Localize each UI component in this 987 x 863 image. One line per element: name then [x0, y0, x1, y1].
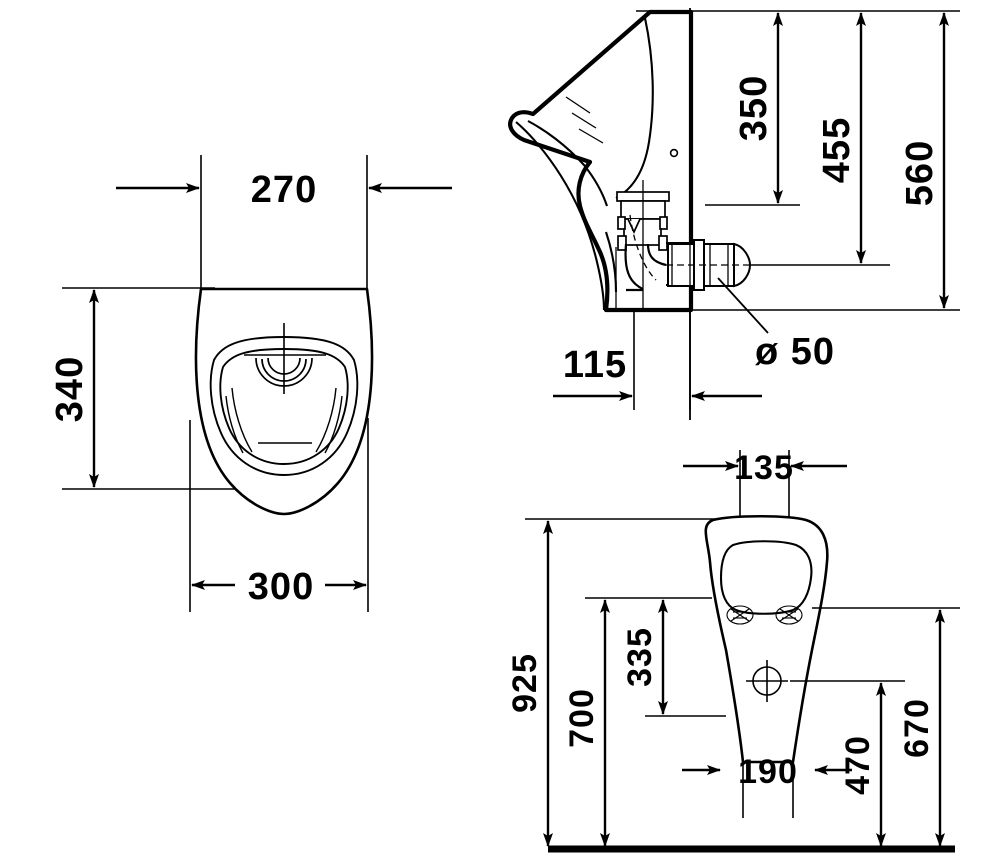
rear-view-fixing-marks — [726, 605, 803, 625]
dimension-diameter-50-leader — [717, 277, 769, 334]
dimension-560-label: 560 — [899, 140, 941, 206]
rear-view: 135 925 700 335 190 470 — [506, 449, 960, 853]
dimension-270-label: 270 — [251, 169, 317, 211]
dimension-115: 115 — [553, 344, 762, 401]
front-view-drain-detail — [244, 323, 326, 394]
dimension-300-label: 300 — [248, 566, 314, 608]
dimension-350-label: 350 — [733, 75, 775, 141]
dimension-925-label: 925 — [506, 653, 544, 713]
dimension-335: 335 — [621, 599, 668, 715]
dimension-470-label: 470 — [839, 735, 877, 795]
rear-view-bowl-opening — [719, 540, 813, 615]
dimension-925: 925 — [506, 520, 553, 847]
dimension-670-label: 670 — [898, 698, 936, 758]
dimension-340-label: 340 — [49, 356, 91, 422]
front-view: 270 340 300 — [49, 155, 452, 612]
rear-view-urinal-body — [704, 514, 829, 764]
dimension-340: 340 — [49, 289, 99, 488]
side-view: 350 455 560 115 ø 50 — [508, 8, 960, 420]
side-view-center-lines — [615, 180, 657, 310]
dimension-670: 670 — [898, 609, 945, 847]
side-view-outlet-pipe — [666, 239, 752, 291]
fixing-mark-left — [726, 605, 754, 625]
dimension-115-label: 115 — [563, 344, 627, 386]
dimension-190-label: 190 — [738, 753, 798, 791]
dimension-700-label: 700 — [563, 688, 601, 748]
dimension-diameter-50-label: ø 50 — [755, 331, 835, 373]
rear-view-reference-lines — [525, 450, 960, 818]
dimension-455: 455 — [816, 12, 866, 264]
front-view-extension-lines — [62, 155, 369, 612]
dimension-455-label: 455 — [816, 117, 858, 183]
front-view-surface-lines — [225, 387, 343, 454]
fixing-mark-right — [775, 605, 803, 625]
dimension-diameter-50: ø 50 — [717, 277, 835, 373]
dimension-560: 560 — [899, 12, 949, 309]
dimension-190: 190 — [682, 753, 852, 791]
dimension-470: 470 — [839, 682, 886, 847]
dimension-270: 270 — [116, 169, 452, 211]
dimension-700: 700 — [563, 599, 610, 847]
dimension-300: 300 — [191, 566, 367, 608]
dimension-335-label: 335 — [621, 627, 659, 687]
side-view-reference-lines — [633, 10, 960, 410]
dimension-135: 135 — [683, 449, 847, 487]
dimension-350: 350 — [733, 12, 783, 204]
side-view-surface-lines — [565, 96, 604, 144]
dimension-135-label: 135 — [734, 449, 794, 487]
rear-view-outlet-crosshair — [746, 660, 788, 702]
side-view-fixing-hole — [669, 148, 679, 158]
